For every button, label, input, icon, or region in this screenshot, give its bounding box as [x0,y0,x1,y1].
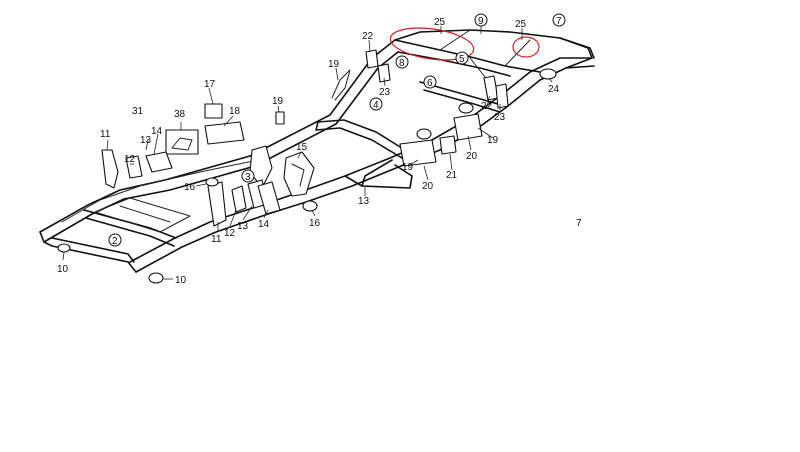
part-13-bracket [145,151,173,173]
part-14-lower [257,181,281,215]
label-4: 4 [373,100,379,111]
part-12-bracket [125,155,143,179]
highlights [389,27,540,61]
label-12-a: 12 [124,154,136,165]
part-23-hanger-b [495,83,509,109]
highlight-left-25 [389,27,475,61]
callout-labels: 25 9 25 7 22 19 23 8 6 5 22 24 23 4 17 3… [57,16,582,286]
label-38: 38 [174,109,186,120]
label-2: 2 [112,236,118,247]
circled-callouts [108,13,566,247]
part-12-lower [231,185,247,213]
label-10-a: 10 [57,264,69,275]
label-31: 31 [132,106,144,117]
callout-circle-9 [474,13,488,27]
part-22-hanger-a [365,49,379,69]
label-13-b: 13 [358,196,370,207]
part-20-plate-a [453,113,483,141]
label-20-a: 20 [466,151,478,162]
label-19-b: 19 [272,96,284,107]
label-16-b: 16 [309,218,321,229]
part-16-bushing-b [302,200,318,212]
highlight-right-25 [512,36,540,58]
callout-circle-6 [423,75,437,89]
label-6: 6 [427,78,433,89]
part-23-hanger-a [377,63,391,83]
label-7-side: 7 [576,218,582,229]
part-11-lower [207,181,227,227]
label-16-a: 16 [184,182,196,193]
label-20-b: 20 [422,181,434,192]
label-8: 8 [399,58,405,69]
label-15: 15 [296,142,308,153]
label-22-b: 22 [481,101,493,112]
part-20-plate-b [399,139,437,167]
label-5: 5 [459,54,465,65]
label-14-b: 14 [258,219,270,230]
part-18-plate [204,121,245,145]
part-19-bushing-mid [416,128,432,140]
label-24: 24 [548,84,560,95]
label-17: 17 [204,79,216,90]
label-10-b: 10 [175,275,187,286]
label-13-a: 13 [140,135,152,146]
label-13-c: 13 [237,221,249,232]
parts [57,49,557,284]
part-11-bracket [101,149,119,189]
label-7-top: 7 [556,16,562,27]
label-23-b: 23 [494,112,506,123]
label-19-c: 19 [402,162,414,173]
part-19-stud [275,111,285,125]
label-9: 9 [478,16,484,27]
part-10-mount-a [57,243,71,253]
part-38-box [165,129,199,155]
part-19-bushing-rear [458,102,474,114]
callout-circle-7 [552,13,566,27]
part-24-bushing [539,68,557,80]
part-21-mount [439,135,457,155]
label-21: 21 [446,170,458,181]
leader-lines [62,26,553,280]
label-3: 3 [245,172,251,183]
label-14-a: 14 [151,126,163,137]
label-25-right: 25 [515,19,527,30]
label-23-a: 23 [379,87,391,98]
callout-circle-8 [395,55,409,69]
callout-circle-5 [455,51,469,65]
callout-circle-2 [108,233,122,247]
label-18: 18 [229,106,241,117]
callout-circle-3 [241,169,255,183]
part-10-mount-b [148,272,164,284]
label-19-d: 19 [487,135,499,146]
part-17-mount [204,103,223,119]
label-22-a: 22 [362,31,374,42]
label-19-a: 19 [328,59,340,70]
label-11-a: 11 [100,129,111,140]
callout-circle-4 [369,97,383,111]
chassis-frame [39,29,595,273]
label-12-b: 12 [224,228,236,239]
label-11-b: 11 [211,234,222,245]
label-25-left: 25 [434,17,446,28]
part-3-mount [249,145,273,189]
part-15-engine-mount [283,151,315,197]
part-16-bushing-a [205,177,219,187]
